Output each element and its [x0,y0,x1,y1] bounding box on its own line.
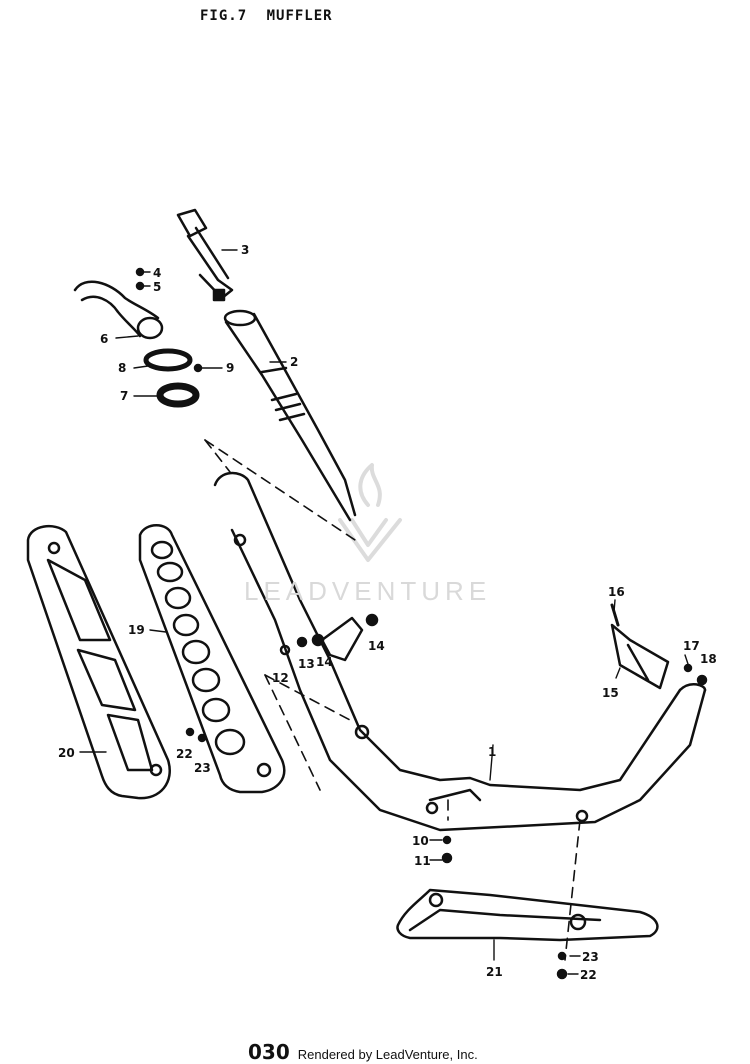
part-21-lower-guard [396,888,659,942]
part-1-muffler-body [213,471,707,832]
page-number: 030 [248,1040,290,1064]
part-5-washer [135,281,145,291]
callout-21: 21 [486,965,503,979]
callout-17: 17 [683,639,700,653]
leadventure-logo-icon [338,463,402,562]
callout-7: 7 [120,389,128,403]
part-23-washer-upper [197,733,207,743]
part-14-bracket [279,613,379,662]
callout-labels: 3 4 5 6 8 9 2 7 16 19 14 17 18 13 14 12 … [58,243,717,982]
callout-3: 3 [241,243,249,257]
part-11-bolt [441,852,453,864]
part-7-gasket [156,382,200,408]
callout-18: 18 [700,652,717,666]
callout-14-left: 14 [316,655,333,669]
callout-11: 11 [414,854,431,868]
part-2-exhaust-tube [223,309,357,522]
callout-1: 1 [488,745,496,759]
part-15-end-cap [610,603,708,690]
callout-9: 9 [226,361,234,375]
part-8-clamp-ring [143,348,193,372]
callout-leader-lines [79,249,689,975]
callout-15: 15 [602,686,619,700]
figure-title: FIG.7 MUFFLER [200,8,333,24]
callout-4: 4 [153,266,161,280]
part-22-bolt [556,968,568,980]
callout-10: 10 [412,834,429,848]
callout-8: 8 [118,361,126,375]
assembly-reference-lines [204,439,581,961]
page-footer: 030 Rendered by LeadVenture, Inc. [248,1040,478,1064]
callout-14-right: 14 [368,639,385,653]
callout-2: 2 [290,355,298,369]
callout-22-upper: 22 [176,747,193,761]
figure-number: FIG.7 [200,8,248,24]
part-9-bolt [193,363,203,373]
part-19-heat-shield [138,524,286,794]
part-20-heat-guard [26,524,171,800]
part-3-fitting [176,208,234,302]
callout-5: 5 [153,280,161,294]
part-22-bolt-upper [185,727,195,737]
callout-6: 6 [100,332,108,346]
callout-20: 20 [58,746,75,760]
part-10-washer [442,835,452,845]
figure-name: MUFFLER [266,8,333,24]
callout-22-lower: 22 [580,968,597,982]
callout-12: 12 [272,671,289,685]
callout-23-upper: 23 [194,761,211,775]
part-23-washer [557,951,567,961]
part-4-bolt [135,267,145,277]
watermark-brand: LEADVENTURE [244,576,492,606]
callout-16: 16 [608,585,625,599]
rendered-by-credit: Rendered by LeadVenture, Inc. [297,1047,478,1062]
callout-23-lower: 23 [582,950,599,964]
callout-19: 19 [128,623,145,637]
callout-13: 13 [298,657,315,671]
part-6-exhaust-elbow [73,280,164,340]
